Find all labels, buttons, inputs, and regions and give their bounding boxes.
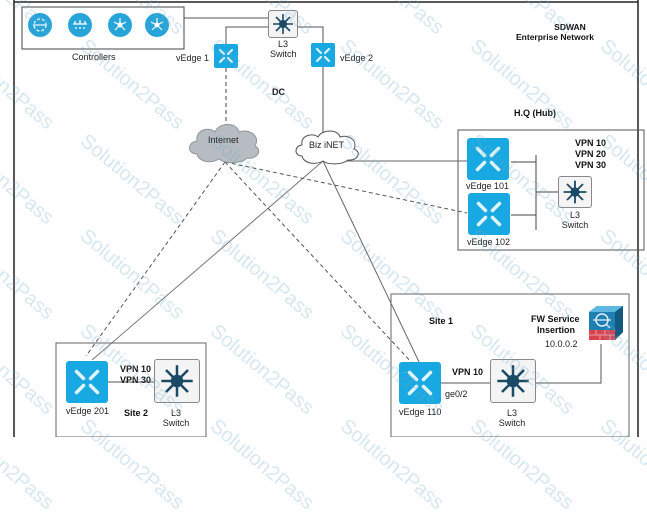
switch-icon (161, 365, 193, 397)
site1-l3-switch (490, 359, 536, 403)
vedge2-label: vEdge 2 (340, 53, 374, 63)
title-line1: SDWAN (554, 22, 586, 32)
vedge102-label: vEdge 102 (467, 237, 511, 247)
hq-vpn-item: VPN 30 (575, 160, 607, 170)
site1-vpn-label: VPN 10 (452, 367, 484, 377)
link-internet-vedge102 (224, 161, 468, 214)
switch-label-line2: Switch (270, 49, 297, 59)
vedge110-label: vEdge 110 (399, 407, 442, 417)
link-internet-vedge110 (224, 161, 415, 366)
vedge101-router (467, 138, 509, 180)
site2-vpn-item: VPN 10 (120, 364, 152, 374)
vbond-icon (68, 13, 92, 37)
site2-l3-switch (154, 359, 200, 403)
router-arrows-icon (407, 370, 433, 396)
site1-label: Site 1 (429, 316, 454, 326)
fw-label-line2: Insertion (537, 325, 576, 335)
hq-label: H.Q (Hub) (514, 108, 556, 118)
router-arrows-icon (74, 369, 100, 395)
controllers-box (21, 6, 185, 50)
vedge201-label: vEdge 201 (66, 406, 110, 416)
vedge1-label: vEdge 1 (176, 53, 210, 63)
link-switch-fw (534, 344, 602, 384)
vedge102-router (468, 193, 510, 235)
fw-ip-address: 10.0.0.2 (545, 339, 578, 349)
hq-vpn-item: VPN 20 (575, 149, 607, 159)
link-bizinet-vedge110 (322, 160, 421, 365)
dc-l3-switch (268, 10, 298, 38)
switch-label-line2: Switch (561, 220, 589, 230)
internet-cloud-icon (189, 124, 260, 164)
fw-label-line1: FW Service (531, 314, 580, 324)
router-arrows-icon (475, 146, 501, 172)
biz-inet-cloud-icon (295, 130, 359, 165)
switch-icon (273, 14, 293, 34)
interface-label: ge0/2 (445, 389, 468, 399)
vsmart-icon (145, 13, 169, 37)
site2-label: Site 2 (124, 408, 149, 418)
link-vedge2-switch (294, 26, 324, 43)
switch-icon (563, 180, 587, 204)
link-bizinet-vedge201 (91, 160, 324, 361)
vedge2-router (311, 43, 335, 67)
link-internet-vedge201 (85, 161, 226, 357)
vedge101-label: vEdge 101 (466, 181, 510, 191)
fw-label: FW Service Insertion (531, 314, 580, 336)
diagram-lines (13, 0, 645, 437)
site1-box (390, 293, 630, 437)
firewall-icon (589, 306, 623, 340)
switch-label-line1: L3 (170, 408, 181, 418)
controllers-label: Controllers (72, 52, 116, 62)
router-arrows-icon (315, 47, 331, 63)
site2-vpn-item: VPN 30 (120, 375, 152, 385)
vedge110-router (399, 362, 441, 404)
internet-label: Internet (208, 135, 239, 145)
title-line2: Enterprise Network (516, 32, 594, 42)
switch-label-line2: Switch (498, 418, 526, 428)
router-arrows-icon (218, 48, 234, 64)
vsmart-icon (108, 13, 132, 37)
site2-box (55, 342, 207, 437)
switch-label-line1: L3 (277, 39, 288, 49)
vmanage-icon (28, 13, 52, 37)
hq-vpn-list: VPN 10 VPN 20 VPN 30 (575, 138, 606, 171)
switch-label-line2: Switch (162, 418, 190, 428)
switch-label-line1: L3 (506, 408, 517, 418)
vedge1-router (214, 44, 238, 68)
switch-icon (497, 365, 529, 397)
biz-inet-label: Biz iNET (309, 140, 345, 150)
vedge201-router (66, 361, 108, 403)
router-arrows-icon (476, 201, 502, 227)
site2-vpn-list: VPN 10 VPN 30 (120, 364, 151, 386)
hq-box (457, 129, 645, 251)
hq-vpn-item: VPN 10 (575, 138, 607, 148)
dc-label: DC (272, 87, 285, 97)
hq-l3-switch (558, 176, 592, 208)
switch-label-line1: L3 (569, 210, 580, 220)
